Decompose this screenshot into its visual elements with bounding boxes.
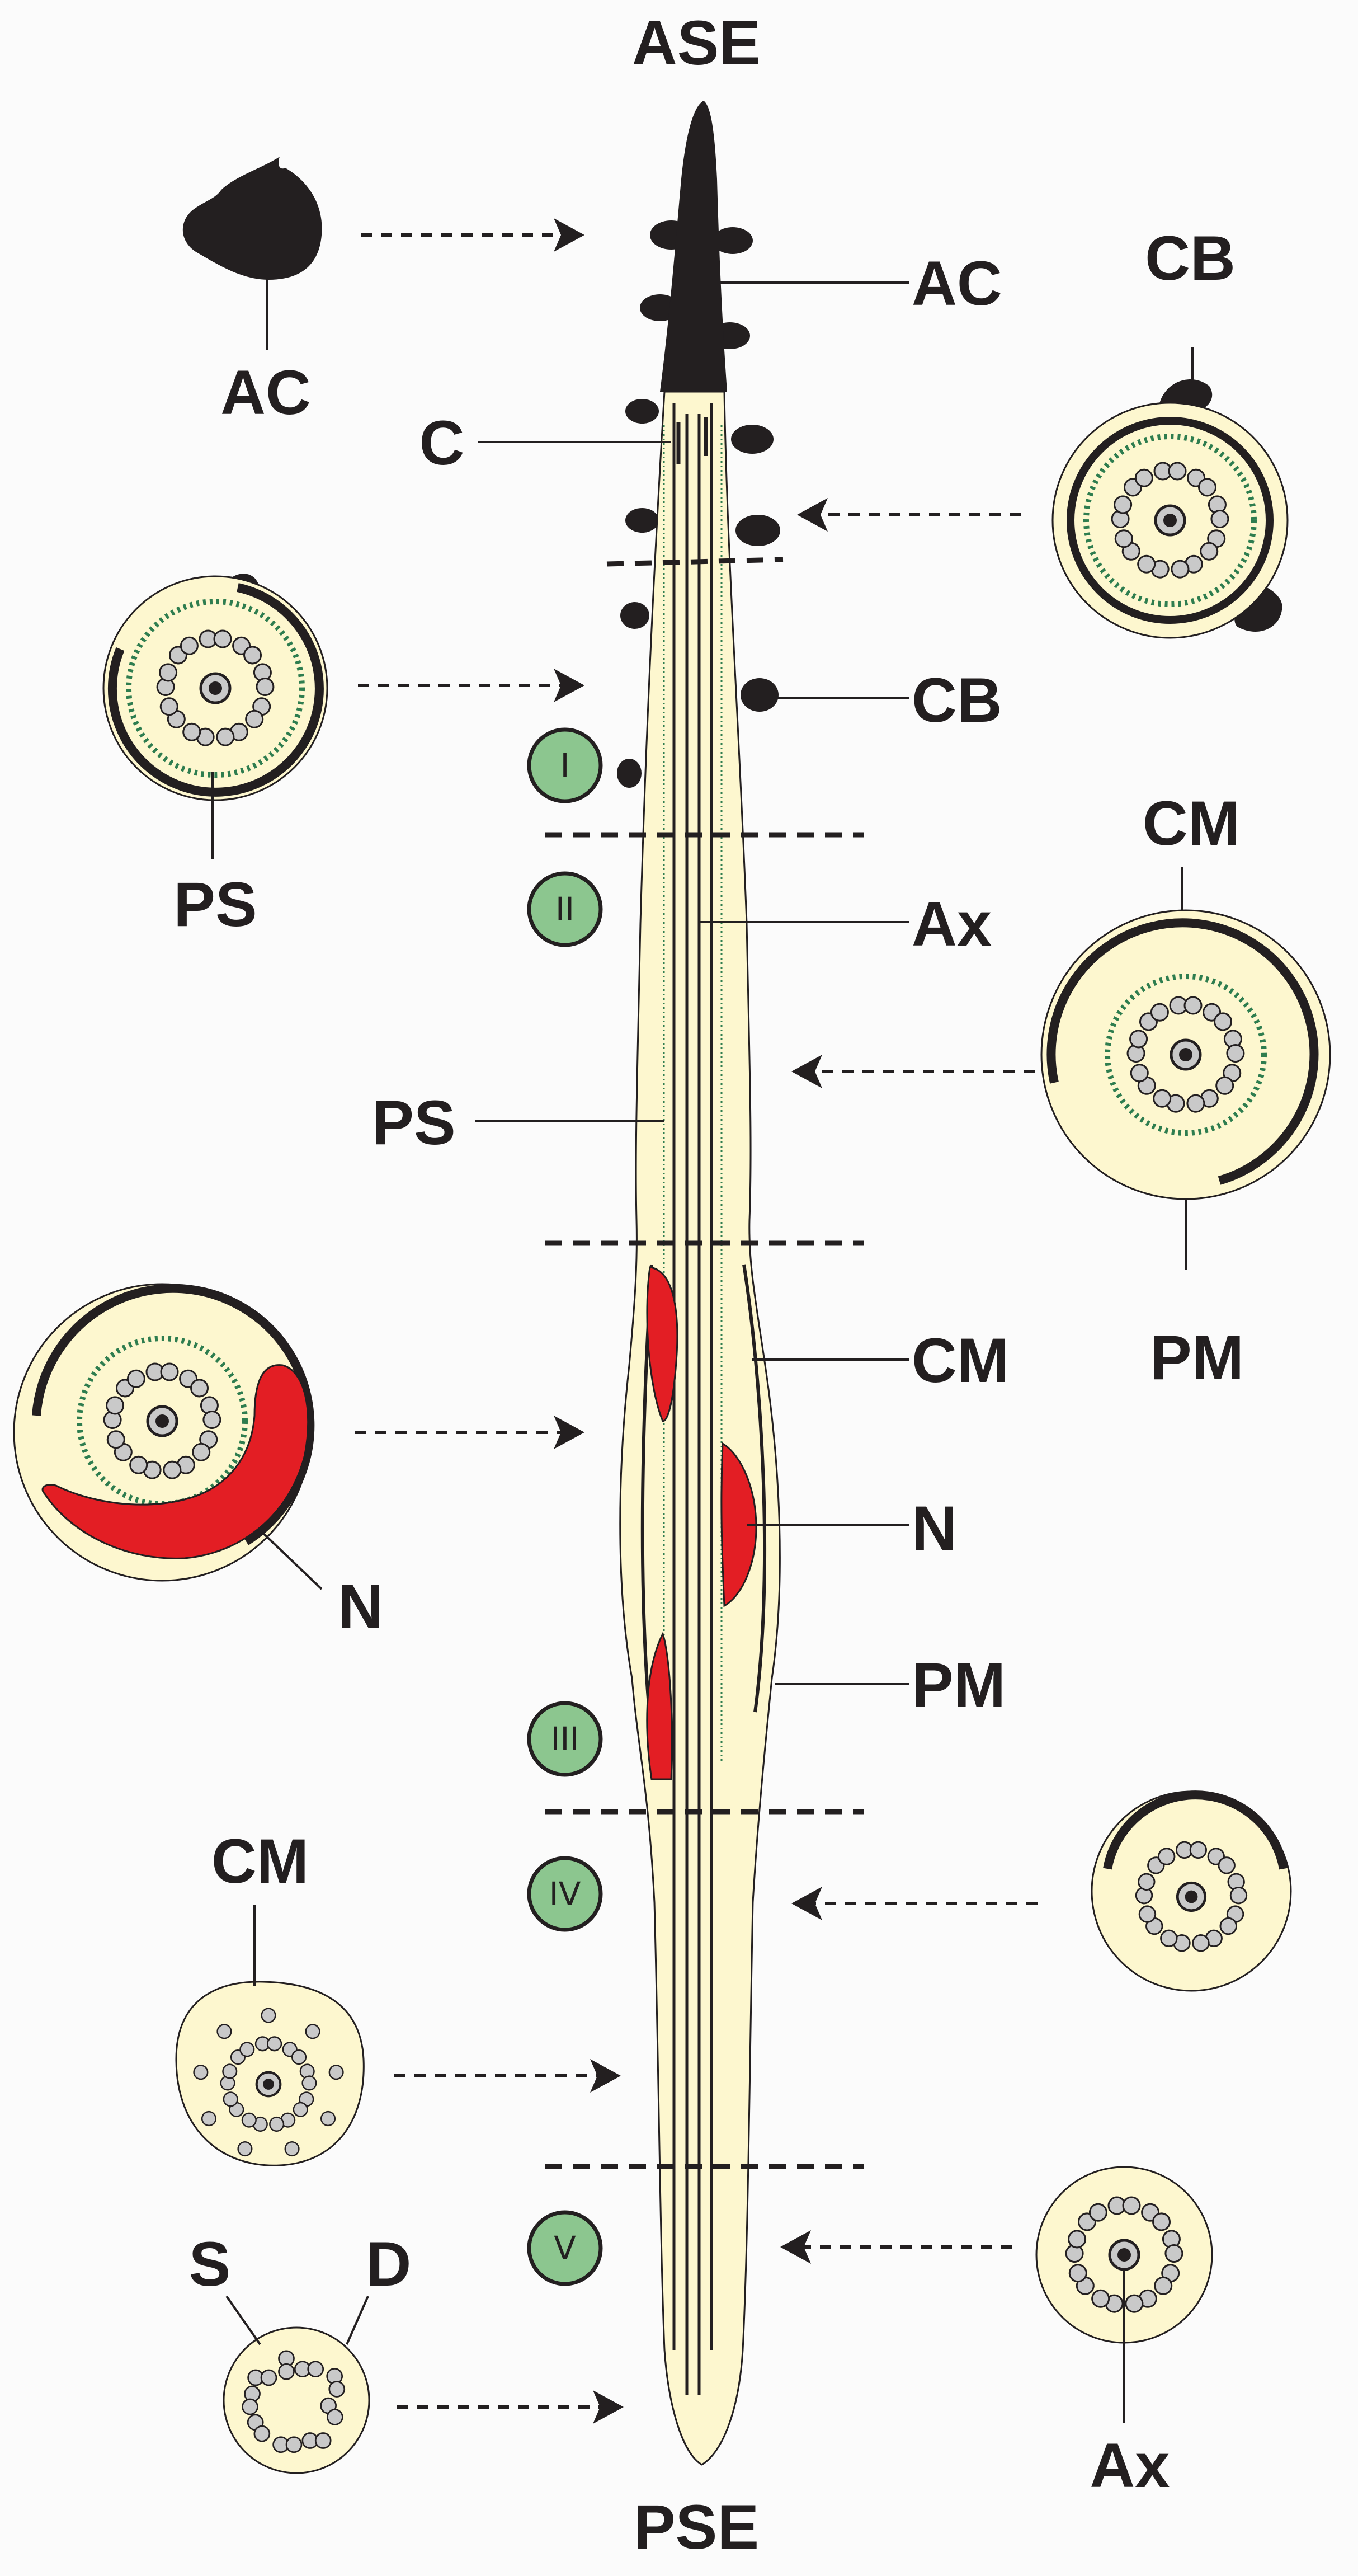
centrioles	[676, 417, 708, 464]
zone-marker-5: V	[527, 2210, 603, 2286]
label-ps-left-top: PS	[173, 869, 257, 939]
arrow-7	[394, 2059, 621, 2093]
label-ax-bottom: Ax	[1090, 2431, 1170, 2500]
zone-label-5: V	[554, 2229, 576, 2267]
arrow-8	[780, 2230, 1012, 2264]
cross-section-zone-4-right	[1091, 1790, 1292, 1992]
label-pm-right: PM	[1150, 1323, 1244, 1393]
label-ps-mid: PS	[372, 1088, 455, 1158]
cross-section-zone-1	[102, 574, 328, 859]
acrosome-cross-section	[182, 157, 322, 350]
cytoplasmic-blebs	[617, 220, 780, 788]
label-cb-right: CB	[912, 665, 1002, 735]
zone-marker-4: IV	[527, 1856, 603, 1932]
label-cm-top-right: CM	[1143, 788, 1240, 858]
arrow-3	[358, 669, 584, 702]
arrow-2	[797, 498, 1021, 532]
label-d: D	[366, 2229, 412, 2299]
label-cm-left: CM	[211, 1826, 309, 1896]
arrow-5	[355, 1416, 584, 1449]
cross-section-tip	[223, 2295, 370, 2474]
label-ac-right: AC	[912, 248, 1002, 318]
cross-section-head	[1051, 347, 1289, 639]
zone-label-4: IV	[549, 1875, 581, 1913]
zone-marker-2: II	[527, 871, 603, 947]
cross-section-zone-2	[1040, 867, 1331, 1270]
label-cb-top-right: CB	[1145, 223, 1236, 293]
zone-label-2: II	[555, 890, 574, 928]
arrow-4	[791, 1055, 1035, 1088]
cross-section-zone-4	[175, 1905, 365, 2166]
label-c: C	[419, 408, 465, 478]
leader-lines	[475, 281, 909, 1685]
label-s: S	[189, 2229, 231, 2299]
arrow-1	[361, 218, 584, 252]
sperm-body	[617, 101, 781, 2466]
label-n-left: N	[338, 1572, 384, 1642]
cross-section-zone-5	[1035, 2166, 1213, 2423]
cross-section-zone-3	[13, 1283, 323, 1590]
label-ac-left: AC	[220, 358, 311, 427]
acrosome	[660, 101, 727, 392]
zone-marker-3: III	[527, 1701, 603, 1777]
label-n-right: N	[912, 1493, 957, 1563]
periaxonemal-lines	[663, 425, 723, 1762]
zone-label-1: I	[560, 746, 569, 784]
nucleus-segments	[646, 1266, 757, 1780]
label-cm-right: CM	[912, 1325, 1009, 1395]
zone-breaks	[545, 557, 864, 2169]
arrow-6	[791, 1887, 1038, 1920]
label-ax-right: Ax	[912, 889, 992, 959]
label-ase: ASE	[632, 8, 761, 78]
arrow-9	[397, 2390, 624, 2424]
zone-label-3: III	[550, 1720, 579, 1758]
labels: ASE PSE AC AC C CB CB PS Ax PS CM PM CM …	[173, 8, 1244, 2562]
label-pse: PSE	[634, 2492, 759, 2562]
label-pm-lower: PM	[912, 1650, 1006, 1720]
arrows	[355, 218, 1038, 2424]
zone-marker-1: I	[527, 727, 603, 803]
